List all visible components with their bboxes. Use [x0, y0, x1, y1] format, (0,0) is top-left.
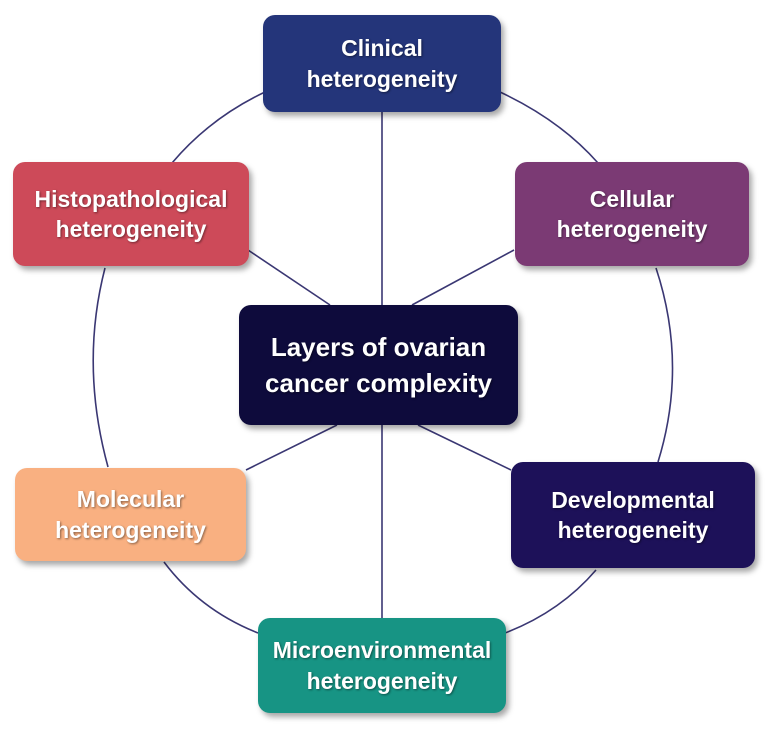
center-node: Layers of ovarian cancer complexity: [239, 305, 518, 425]
ring-cellular-developmental: [655, 267, 674, 463]
node-cellular: Cellular heterogeneity: [515, 162, 749, 266]
node-cellular-line1: Cellular: [589, 185, 675, 212]
node-histopathological: Histopathological heterogeneity: [13, 162, 249, 266]
center-node-line1: Layers of ovarian: [270, 331, 487, 362]
node-developmental-line2: heterogeneity: [557, 517, 709, 543]
node-molecular: Molecular heterogeneity: [15, 468, 246, 561]
node-clinical-line2: heterogeneity: [306, 65, 458, 92]
node-molecular-line1: Molecular: [76, 486, 185, 513]
node-clinical: Clinical heterogeneity: [263, 15, 501, 112]
node-microenvironmental: Microenvironmental heterogeneity: [258, 618, 506, 713]
ring-microenvironmental-molecular: [163, 561, 259, 634]
spoke-cellular: [411, 249, 515, 306]
node-microenvironmental-line2: heterogeneity: [306, 667, 458, 694]
node-histopathological-line2: heterogeneity: [55, 216, 207, 242]
node-microenvironmental-line1: Microenvironmental: [272, 637, 492, 664]
spoke-developmental: [417, 424, 512, 471]
node-cellular-line2: heterogeneity: [556, 216, 708, 242]
spoke-molecular: [245, 424, 338, 471]
ring-clinical-cellular: [499, 91, 599, 164]
ring-developmental-microenvironmental: [504, 569, 597, 634]
ring-histopathological-clinical: [171, 91, 266, 164]
center-node-line2: cancer complexity: [265, 368, 492, 398]
node-clinical-line1: Clinical: [341, 35, 423, 62]
ring-molecular-histopathological: [92, 267, 109, 468]
spoke-histopathological: [247, 249, 331, 306]
node-developmental: Developmental heterogeneity: [511, 462, 755, 568]
node-molecular-line2: heterogeneity: [55, 516, 206, 543]
node-histopathological-line1: Histopathological: [34, 185, 228, 212]
node-developmental-line1: Developmental: [551, 486, 715, 513]
